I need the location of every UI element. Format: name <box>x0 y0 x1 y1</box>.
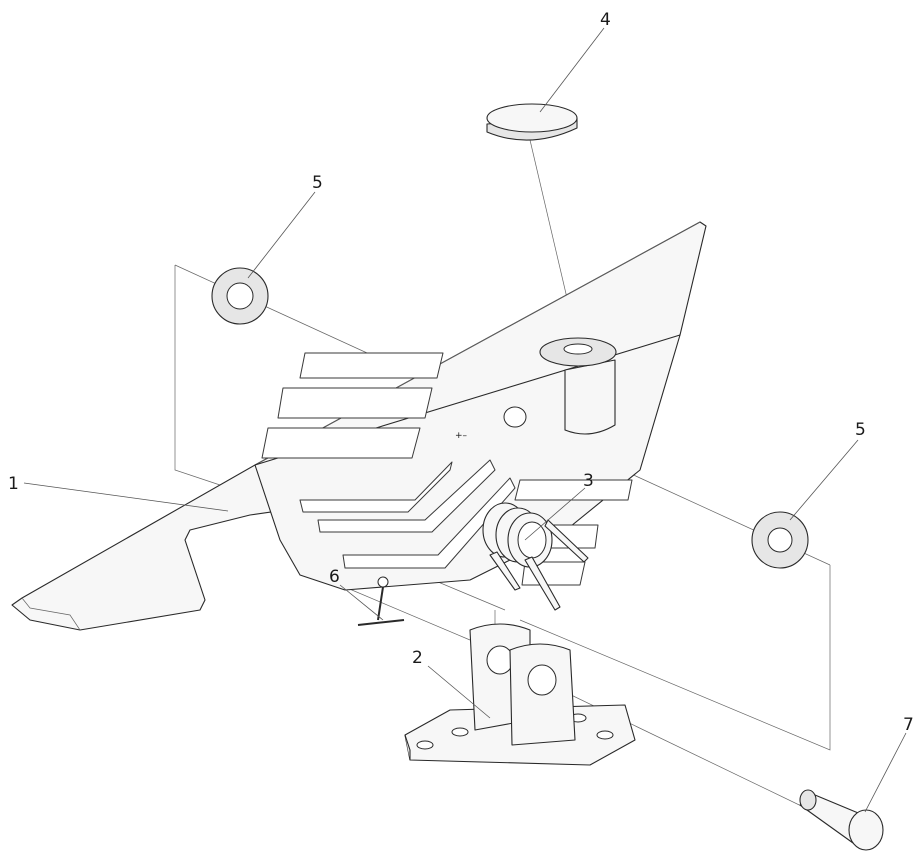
svg-text:+–: +– <box>455 431 468 441</box>
callout-2: 2 <box>412 648 423 668</box>
washer-right <box>751 511 809 569</box>
cotter-pin <box>357 576 405 626</box>
callout-5-left: 5 <box>312 173 323 193</box>
bracket <box>404 623 636 766</box>
callout-5-right: 5 <box>855 420 866 440</box>
callout-1: 1 <box>8 474 19 494</box>
washer-left <box>211 267 269 325</box>
callout-4: 4 <box>600 10 611 30</box>
callout-leaders <box>23 27 907 813</box>
callout-labels: 1 2 3 4 5 5 6 7 <box>8 10 914 735</box>
pivot-hub <box>539 337 617 435</box>
cap <box>486 103 578 141</box>
callout-3: 3 <box>583 471 594 491</box>
pivot-pin <box>799 789 884 851</box>
callout-6: 6 <box>329 567 340 587</box>
callout-7: 7 <box>903 715 914 735</box>
